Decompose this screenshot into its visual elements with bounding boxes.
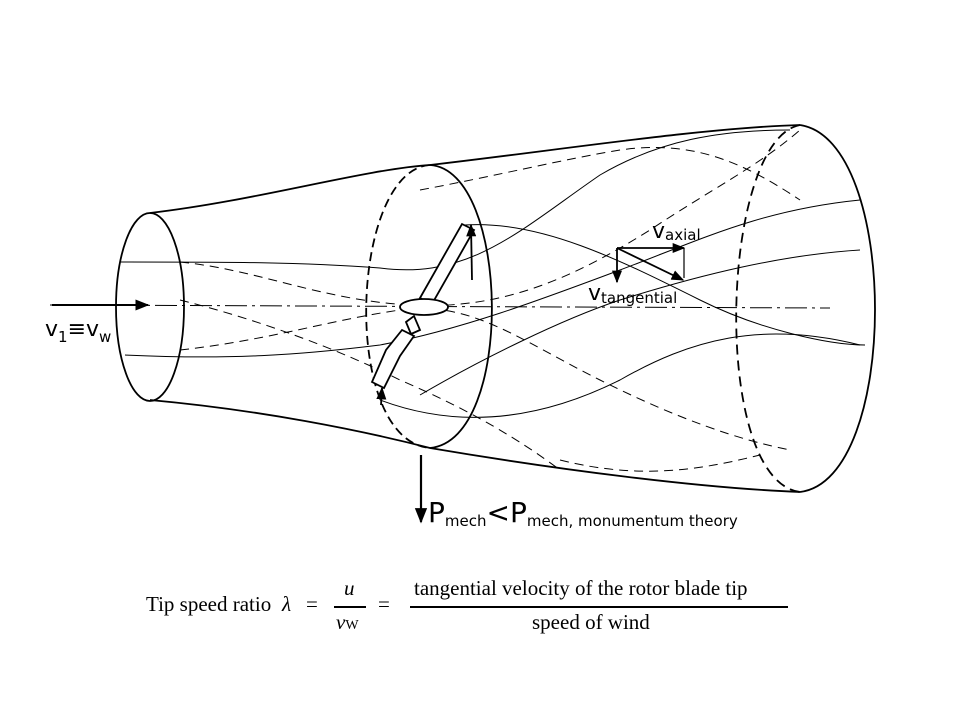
rotation-arrow-lower (376, 386, 387, 406)
rotor-blade-lower (370, 328, 416, 390)
stream-tube (149, 124, 801, 493)
v-resultant-arrow (616, 247, 685, 281)
label-v-tangential: vtangential (588, 281, 677, 307)
rotor-plane-ellipse (365, 164, 493, 449)
formula-den-left: vW (336, 610, 359, 634)
formula-equals-1: = (306, 592, 318, 616)
fraction-bar-left (334, 606, 366, 608)
rotor (370, 222, 476, 390)
formula-num-right: tangential velocity of the rotor blade t… (414, 576, 748, 600)
inlet-ellipse (115, 212, 185, 402)
rotation-arrow-upper (466, 223, 477, 281)
formula-equals-2: = (378, 592, 390, 616)
velocity-triangle (611, 242, 686, 284)
label-v1-vw: v1≡vw (45, 317, 111, 346)
helical-streamlines (119, 129, 866, 418)
tip-speed-ratio-formula: Tip speed ratio λ = u vW = tangential ve… (146, 576, 806, 646)
hidden-streamlines (179, 129, 801, 472)
outlet-ellipse (735, 124, 876, 493)
rotor-blade-upper (418, 222, 476, 306)
formula-num-left: u (344, 576, 355, 600)
label-v-axial: vaxial (652, 219, 701, 244)
formula-den-right: speed of wind (532, 610, 650, 634)
formula-lambda: λ (282, 592, 292, 616)
rotor-hub (399, 298, 449, 316)
formula-lead: Tip speed ratio (146, 592, 272, 616)
label-power-relation: Pmech<Pmech, monumentum theory (428, 496, 738, 530)
fraction-bar-right (410, 606, 788, 608)
